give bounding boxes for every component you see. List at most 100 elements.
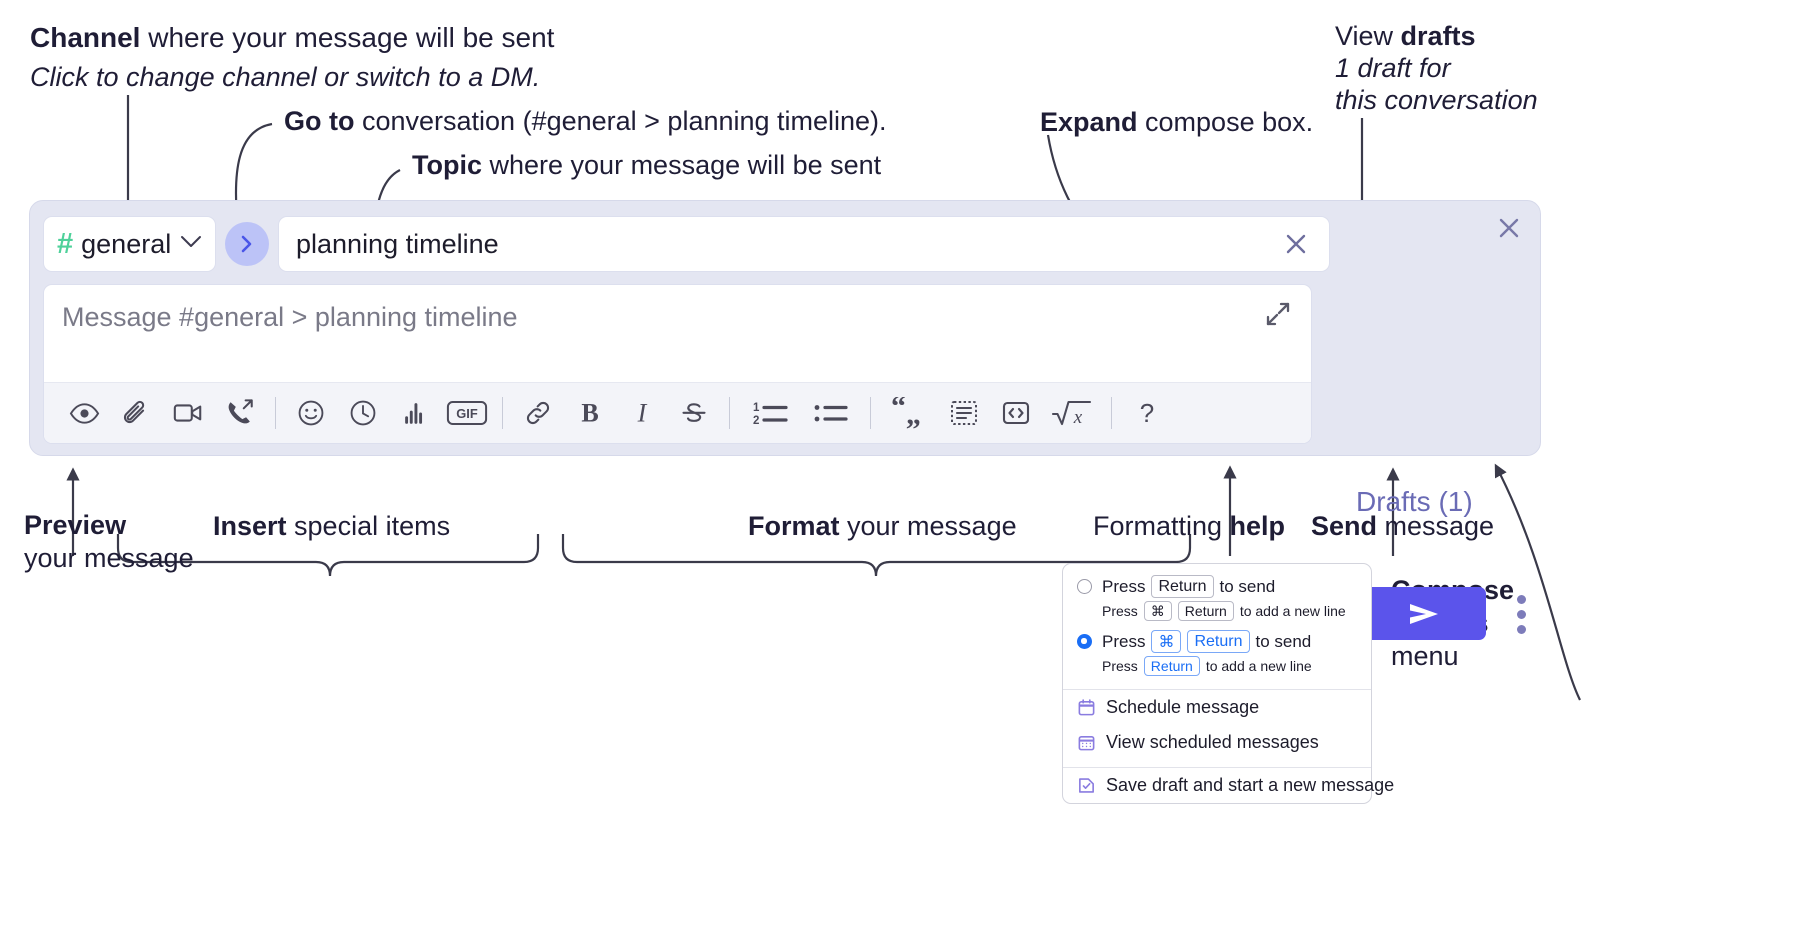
annotation-topic: Topic where your message will be sent	[412, 148, 881, 183]
save-draft-icon	[1077, 776, 1096, 795]
annotation-insert-rest: special items	[286, 511, 451, 541]
chevron-down-icon	[180, 235, 202, 253]
bold-icon[interactable]: B	[564, 390, 616, 436]
code-block-icon[interactable]	[938, 390, 990, 436]
ordered-list-icon[interactable]: 1 2	[739, 390, 801, 436]
option1-sub-post: to add a new line	[1239, 603, 1346, 619]
svg-text:I: I	[637, 399, 648, 428]
formatting-toolbar: GIF B I	[44, 382, 1311, 443]
latex-icon[interactable]: x	[1042, 390, 1102, 436]
link-icon[interactable]	[512, 390, 564, 436]
toolbar-divider	[275, 397, 276, 429]
compose-header-row: # general planning timeline	[43, 216, 1330, 272]
question-mark-icon[interactable]: ?	[1121, 390, 1173, 436]
strikethrough-icon[interactable]	[668, 390, 720, 436]
option2-post: to send	[1255, 631, 1312, 651]
kebab-dot	[1516, 594, 1526, 604]
svg-text:?: ?	[1140, 398, 1154, 428]
send-option-return[interactable]: Press Return to send	[1063, 572, 1371, 598]
annotation-insert: Insert special items	[213, 509, 450, 544]
annotation-expand-rest: compose box.	[1137, 107, 1314, 137]
annotation-format-rest: your message	[839, 511, 1017, 541]
message-placeholder: Message #general > planning timeline	[62, 302, 518, 332]
key-command: ⌘	[1143, 601, 1172, 621]
drafts-link[interactable]: Drafts (1)	[1356, 486, 1473, 517]
svg-text:“: “	[891, 397, 906, 423]
blockquote-icon[interactable]: “ „	[880, 390, 938, 436]
radio-button-selected[interactable]	[1077, 634, 1092, 649]
annotation-format-strong: Format	[748, 511, 840, 541]
option2-sub-pre: Press	[1102, 658, 1138, 674]
send-option-return-sub: Press ⌘ Return to add a new line	[1063, 598, 1371, 627]
menu-item-save-draft[interactable]: Save draft and start a new message	[1063, 768, 1394, 803]
annotation-insert-strong: Insert	[213, 511, 287, 541]
annotation-drafts-plain: View	[1335, 21, 1401, 51]
annotation-help-plain: Formatting	[1093, 511, 1230, 541]
key-return: Return	[1151, 575, 1214, 598]
send-option-cmd-return-sub: Press Return to add a new line	[1063, 653, 1371, 682]
svg-text:„: „	[906, 398, 921, 429]
annotation-expand-strong: Expand	[1040, 107, 1138, 137]
kebab-dot	[1516, 609, 1526, 619]
annotation-help-strong: help	[1229, 511, 1286, 541]
compose-options-menu: Press Return to send Press ⌘ Return to a…	[1062, 563, 1394, 804]
menu-divider	[1063, 689, 1371, 690]
expand-compose-icon[interactable]	[1263, 299, 1297, 333]
goto-conversation-button[interactable]	[225, 222, 269, 266]
annotation-preview-strong: Preview	[24, 510, 127, 540]
menu-item-label: Schedule message	[1106, 697, 1260, 717]
svg-text:B: B	[581, 399, 598, 428]
annotation-channel-line2: Click to change channel or switch to a D…	[30, 61, 541, 92]
svg-text:x: x	[1073, 407, 1083, 428]
message-input[interactable]: Message #general > planning timeline	[44, 285, 1311, 382]
annotation-preview-line2: your message	[24, 542, 194, 573]
send-option-cmd-return[interactable]: Press ⌘ Return to send	[1063, 627, 1371, 653]
toolbar-divider	[1111, 397, 1112, 429]
key-return: Return	[1143, 656, 1200, 676]
compose-options-button[interactable]	[1508, 591, 1534, 637]
annotation-drafts-line3: this conversation	[1335, 84, 1538, 115]
channel-name-label: general	[81, 228, 172, 259]
key-return: Return	[1187, 630, 1250, 653]
kebab-dot	[1516, 624, 1526, 634]
radio-button[interactable]	[1077, 579, 1092, 594]
menu-item-label: View scheduled messages	[1106, 732, 1319, 752]
option1-post: to send	[1219, 576, 1276, 596]
svg-text:2: 2	[753, 415, 759, 427]
menu-item-label: Save draft and start a new message	[1106, 775, 1395, 795]
clear-topic-icon[interactable]	[1277, 225, 1315, 263]
channel-selector[interactable]: # general	[43, 216, 216, 272]
svg-text:GIF: GIF	[456, 406, 478, 421]
annotation-goto-strong: Go to	[284, 106, 355, 136]
hash-icon: #	[57, 227, 73, 260]
send-paper-plane-icon	[1410, 603, 1438, 624]
video-camera-icon[interactable]	[162, 390, 214, 436]
gif-icon[interactable]: GIF	[441, 390, 493, 436]
poll-bar-chart-icon[interactable]	[389, 390, 441, 436]
annotation-preview: Preview your message	[24, 509, 194, 575]
annotation-send: Send message	[1311, 509, 1494, 544]
annotation-topic-rest: where your message will be sent	[482, 150, 882, 180]
topic-value: planning timeline	[296, 228, 499, 259]
annotation-drafts-line2: 1 draft for	[1335, 52, 1451, 83]
menu-item-view-scheduled[interactable]: View scheduled messages	[1063, 725, 1371, 760]
inline-code-icon[interactable]	[990, 390, 1042, 436]
emoji-smiley-icon[interactable]	[285, 390, 337, 436]
audio-call-icon[interactable]	[214, 390, 266, 436]
bulleted-list-icon[interactable]	[801, 390, 861, 436]
topic-input[interactable]: planning timeline	[278, 216, 1330, 272]
attachment-paperclip-icon[interactable]	[110, 390, 162, 436]
annotation-drafts-strong: drafts	[1400, 21, 1476, 51]
annotation-channel-rest: where your message will be sent	[140, 22, 555, 53]
close-icon[interactable]	[1492, 211, 1526, 245]
menu-divider	[1063, 767, 1371, 768]
preview-eye-icon[interactable]	[58, 390, 110, 436]
annotation-compose-line3: menu	[1391, 640, 1459, 671]
menu-item-schedule-message[interactable]: Schedule message	[1063, 690, 1371, 725]
clock-icon[interactable]	[337, 390, 389, 436]
send-button[interactable]	[1362, 587, 1486, 640]
italic-icon[interactable]: I	[616, 390, 668, 436]
compose-panel: # general planning timeline Message #gen…	[29, 200, 1541, 640]
send-option-return-label: Press Return to send	[1102, 575, 1275, 598]
